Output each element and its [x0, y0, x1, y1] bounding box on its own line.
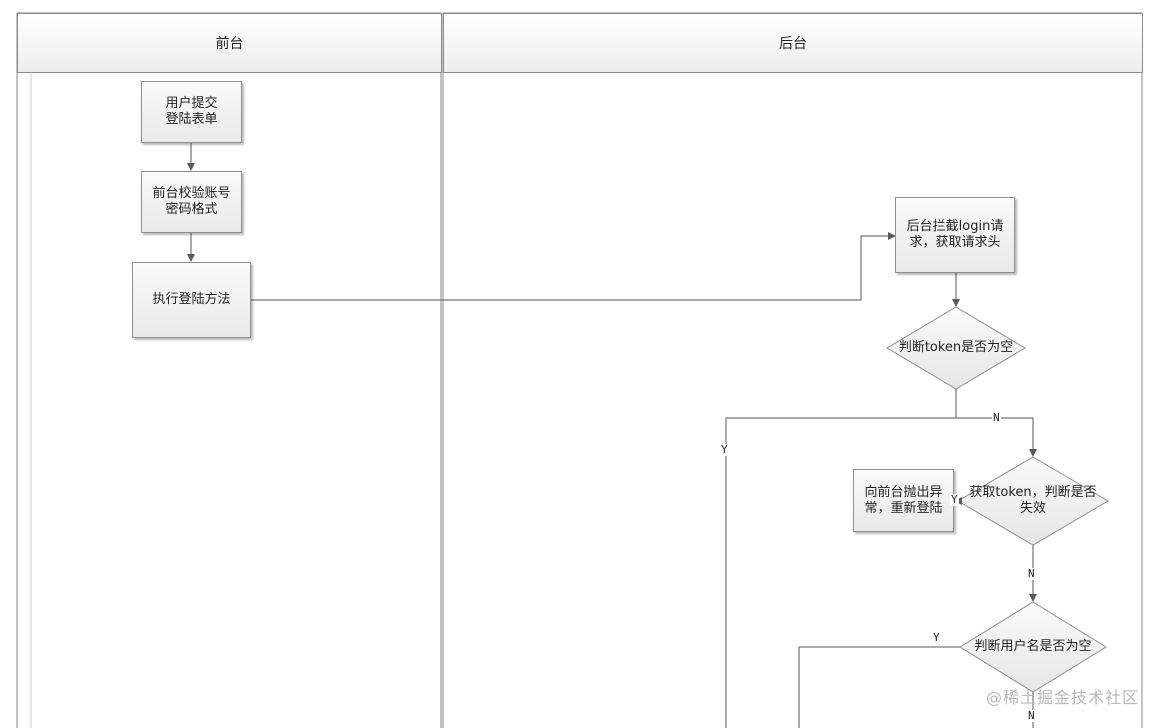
lane-title-front: 前台 [215, 36, 244, 52]
node-submit-form-label: 用户提交 登陆表单 [165, 96, 218, 127]
node-throw-error-label: 向前台抛出异 常，重新登陆 [864, 484, 943, 516]
edge-label-user-empty-yes: Y [932, 631, 941, 644]
edge-label-token-expired-yes: Y [950, 493, 959, 506]
node-submit-form: 用户提交 登陆表单 [141, 81, 242, 143]
node-validate-format-label: 前台校验账号 密码格式 [152, 186, 231, 217]
lane-title-back: 后台 [779, 36, 807, 52]
node-intercept-request: 后台拦截login请 求，获取请求头 [895, 197, 1015, 273]
edge-tokenempty-yes [725, 417, 956, 728]
lane-header-back: 后台 [443, 13, 1143, 73]
edge-label-user-empty-no: N [1027, 709, 1036, 722]
edge-exec-intercept [251, 232, 896, 301]
node-token-empty-label: 判断token是否为空 [898, 340, 1014, 355]
node-exec-login: 执行登陆方法 [132, 262, 251, 338]
edge-userempty-yes [798, 646, 960, 728]
node-validate-format: 前台校验账号 密码格式 [141, 171, 242, 233]
node-token-expired-label: 获取token，判断是否 失效 [969, 485, 1097, 516]
node-exec-login-label: 执行登陆方法 [152, 292, 231, 307]
edge-label-token-empty-no: N [992, 411, 1001, 424]
node-intercept-request-label: 后台拦截login请 求，获取请求头 [906, 219, 1004, 250]
edge-label-token-expired-no: N [1027, 567, 1036, 580]
edge-label-token-empty-yes: Y [720, 443, 729, 456]
node-user-empty-label: 判断用户名是否为空 [974, 639, 1092, 654]
node-throw-error: 向前台抛出异 常，重新登陆 [853, 469, 954, 532]
lane-header-front: 前台 [17, 13, 442, 73]
watermark: @稀土掘金技术社区 [985, 688, 1139, 707]
